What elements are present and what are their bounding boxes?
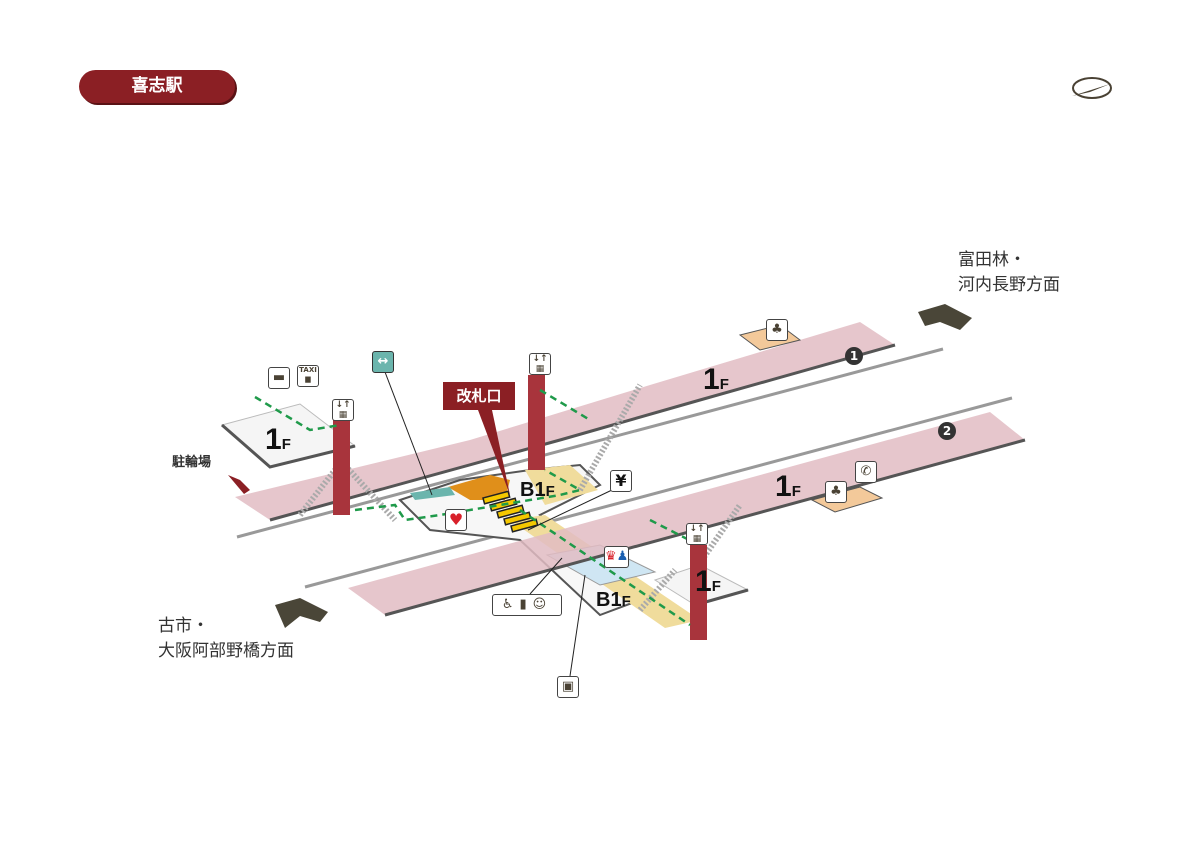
wheelchair-icon: ♿ [501, 597, 520, 612]
destination-line: 富田林・ [958, 250, 1026, 270]
taxi-icon: TAXI▆ [297, 365, 319, 387]
destination-line: 河内長野方面 [958, 275, 1060, 295]
elevator-icon: ↓↑▦ [332, 399, 354, 421]
bus-icon: ▬ [268, 367, 290, 389]
station-title: 喜志駅 [79, 70, 235, 103]
baby-care-icon: ☺ [532, 597, 553, 612]
destination-line: 古市・ [158, 616, 209, 636]
leader-lines [384, 371, 613, 677]
accessible-facilities-icon: ♿▮☺ [492, 594, 562, 616]
passage-area [410, 487, 455, 500]
waiting-room-icon: ♣ [766, 319, 788, 341]
floor-label-b1f: B1F [520, 479, 555, 501]
ticket-gates [482, 490, 539, 533]
floor-label-1f: 1F [775, 470, 801, 503]
destination-lower: 古市・ 大阪阿部野橋方面 [158, 614, 294, 664]
elevator-icon: ↓↑▦ [686, 523, 708, 545]
elevator-shaft [333, 420, 350, 515]
coin-locker-icon: ▣ [557, 676, 579, 698]
concourse-b1f [398, 463, 642, 617]
track-line [304, 396, 1013, 589]
toilet-icon: ♛♟ [604, 546, 629, 568]
floor-label-1f: 1F [695, 565, 721, 598]
floor-label-1f: 1F [703, 363, 729, 396]
floor-label-b1f: B1F [596, 589, 631, 611]
track-line [236, 347, 944, 539]
elevator-shaft [528, 375, 545, 470]
bicycle-parking-label: 駐輪場 [172, 455, 212, 470]
stairs [297, 383, 743, 612]
waiting-room-icon: ♣ [825, 481, 847, 503]
direction-arrow-right [918, 304, 972, 330]
passage-icon: ↔ [372, 351, 394, 373]
ticket-gate-label: 改札口 [443, 382, 515, 410]
ostomate-icon: ▮ [519, 597, 533, 612]
shop-area [448, 475, 510, 500]
aed-icon: ♥ [445, 509, 467, 531]
platform-number-1: 1 [845, 347, 863, 365]
gate-pointer [478, 410, 510, 495]
bicycle-arrow [228, 475, 250, 494]
destination-line: 大阪阿部野橋方面 [158, 641, 294, 661]
platform-1 [235, 322, 895, 520]
floor-label-1f: 1F [265, 423, 291, 456]
atm-icon: ¥ [610, 470, 632, 492]
direction-arrow-left [275, 598, 328, 628]
compass-icon [1072, 77, 1112, 99]
destination-upper: 富田林・ 河内長野方面 [958, 248, 1060, 298]
phone-icon: ✆ [855, 461, 877, 483]
elevator-icon: ↓↑▦ [529, 353, 551, 375]
elevator-shaft [690, 545, 707, 640]
platform-number-2: 2 [938, 422, 956, 440]
